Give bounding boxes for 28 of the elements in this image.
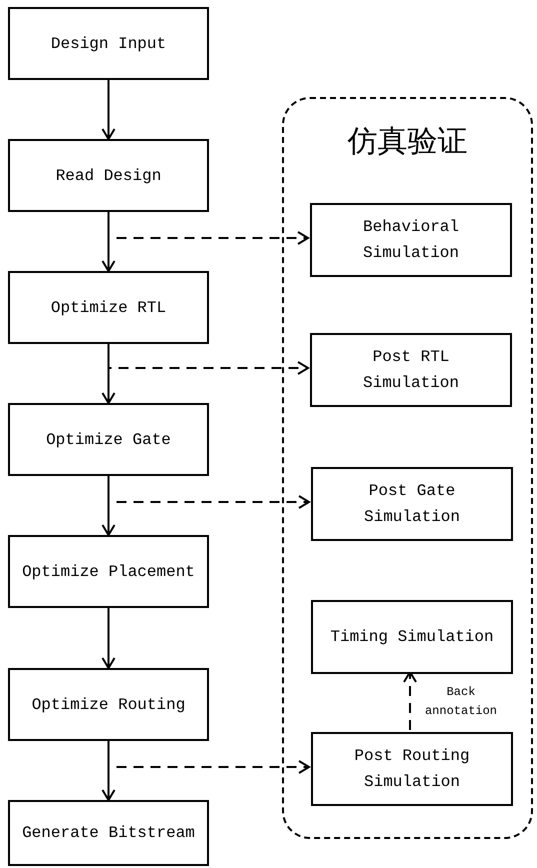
arrow [102, 80, 116, 140]
process-box [8, 271, 209, 344]
arrow [102, 608, 116, 669]
box-label: Optimize Gate [46, 430, 171, 450]
box-label: Read Design [56, 166, 162, 186]
process-box [8, 7, 209, 80]
process-box [311, 467, 513, 541]
process-box [310, 203, 512, 277]
box-label: Timing Simulation [330, 627, 494, 648]
box-label: Optimize RTL [50, 298, 166, 318]
process-box [8, 139, 209, 212]
dashed-group-frame [282, 97, 533, 839]
box-label: Design Input [50, 34, 166, 54]
box-label: Optimize Routing [32, 694, 186, 716]
process-box [311, 732, 513, 806]
process-box [8, 535, 209, 608]
box-label: Generate Bitstream [22, 823, 195, 844]
process-box [8, 668, 209, 741]
process-box [311, 600, 513, 674]
arrow [108, 344, 309, 375]
process-box [310, 333, 512, 407]
process-box [8, 800, 209, 866]
box-label: Optimize Placement [22, 562, 195, 582]
box-label: Behavioral Simulation [362, 217, 460, 264]
box-label: Post RTL Simulation [362, 347, 460, 394]
box-label: Post Routing Simulation [353, 746, 471, 793]
box-label: Post Gate Simulation [362, 481, 461, 528]
process-box [8, 403, 209, 476]
